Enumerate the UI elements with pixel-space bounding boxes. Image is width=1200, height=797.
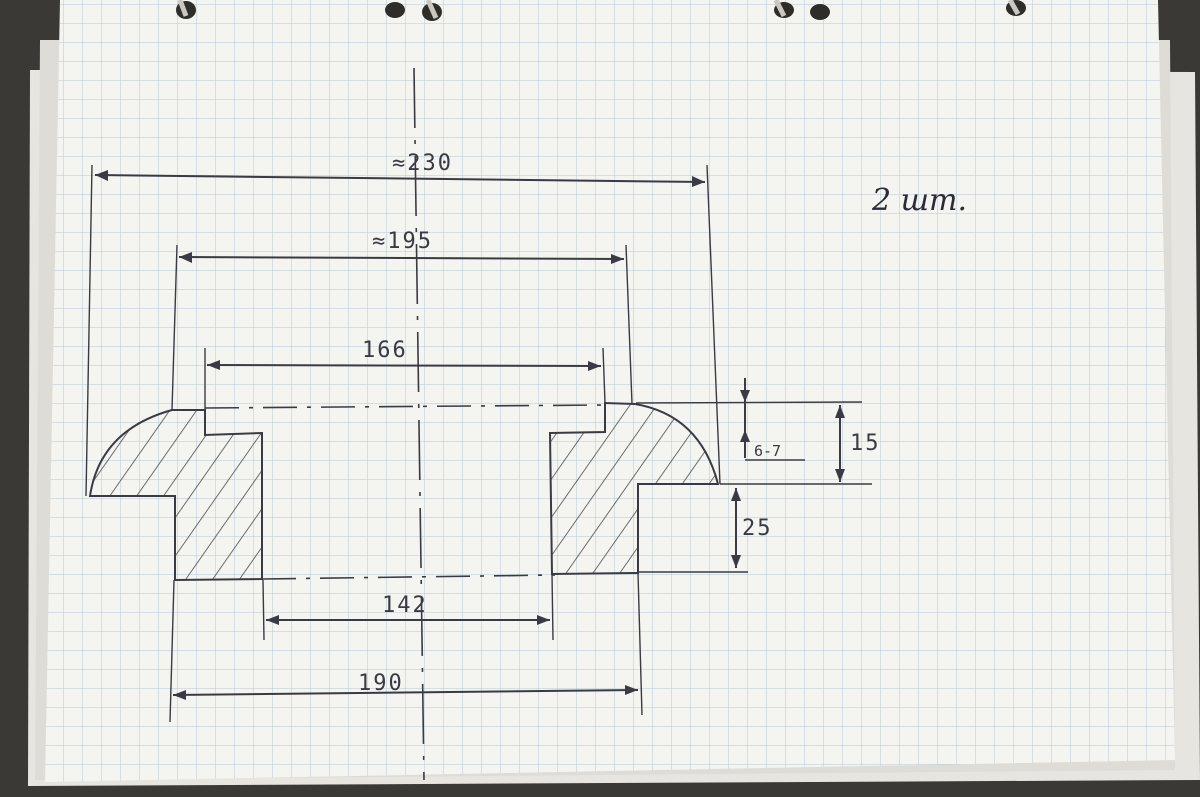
label-mid-width: ≈195 <box>372 229 433 254</box>
label-base-width: 190 <box>358 671 404 696</box>
label-height-top: 15 <box>850 431 881 456</box>
bottom-dash-dot-line <box>261 574 556 580</box>
label-radius-offset: 6-7 <box>754 442 781 460</box>
right-section-fill <box>550 403 718 574</box>
center-axis <box>413 67 425 781</box>
ring-wires <box>177 0 1021 20</box>
label-top-inner: 166 <box>362 338 408 363</box>
label-overall-width: ≈230 <box>392 151 453 176</box>
label-height-lower: 25 <box>742 516 773 541</box>
dim-line-190 <box>172 689 639 696</box>
left-section-outline <box>88 409 263 582</box>
dim-line-195 <box>178 256 625 260</box>
dim-line-166 <box>206 364 602 367</box>
dim-line-230 <box>94 174 706 183</box>
top-dash-dot-line <box>204 404 606 409</box>
technical-drawing <box>85 67 872 781</box>
label-bottom-inner: 142 <box>382 593 428 618</box>
right-section-outline <box>548 401 720 576</box>
quantity-note: 2 шт. <box>871 183 967 218</box>
arrowheads <box>95 170 845 700</box>
graph-paper-sheet <box>45 0 1175 782</box>
